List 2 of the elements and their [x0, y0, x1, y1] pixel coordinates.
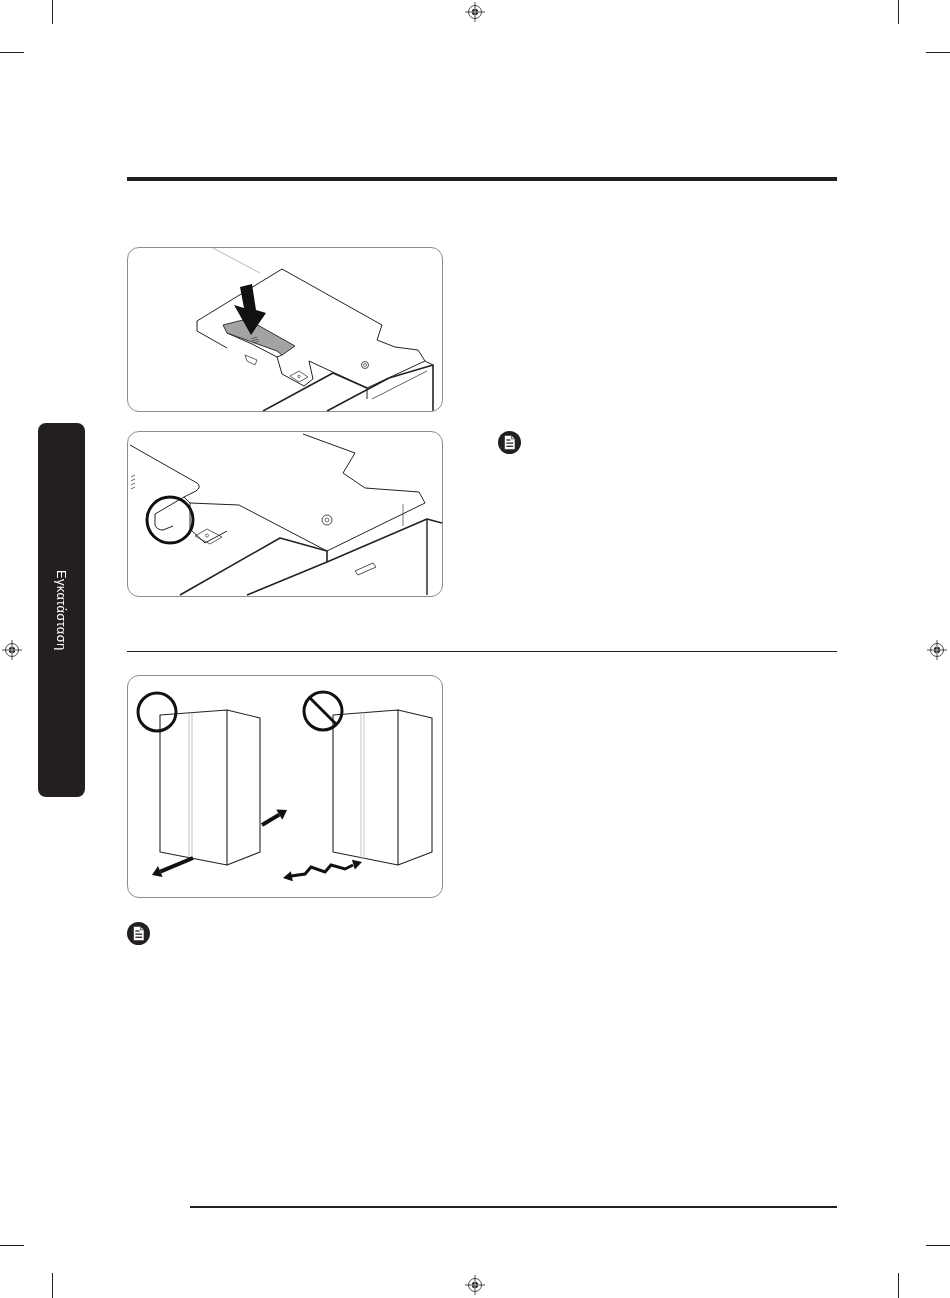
side-tab	[38, 423, 85, 797]
tab-label: Εγκατάσταση	[55, 569, 68, 651]
